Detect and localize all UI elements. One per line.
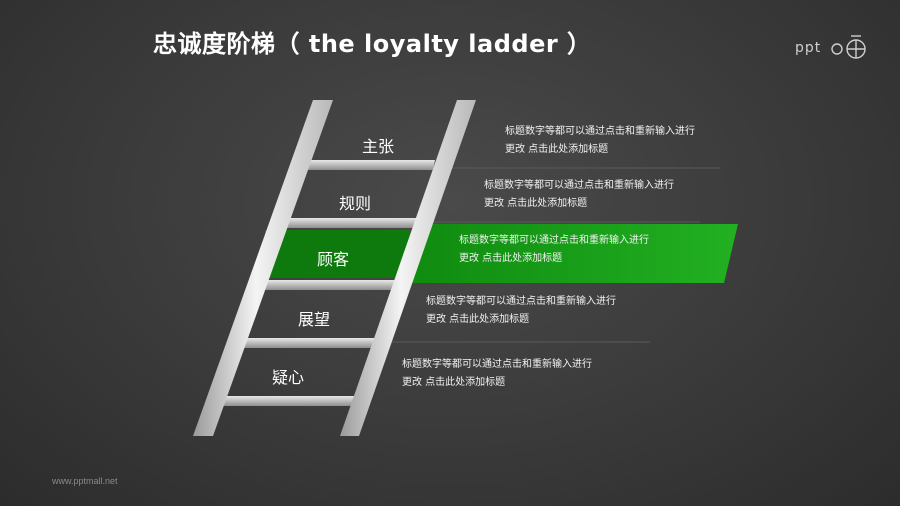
- step-desc-4[interactable]: 标题数字等都可以通过点击和重新输入进行 更改 点击此处添加标题: [426, 293, 616, 329]
- logo-text: ppt: [795, 40, 822, 56]
- footer-url: www.pptmall.net: [52, 476, 118, 486]
- step-desc-2[interactable]: 标题数字等都可以通过点击和重新输入进行 更改 点击此处添加标题: [484, 177, 674, 213]
- rung-3: [259, 280, 400, 290]
- logo: ppt: [795, 34, 875, 64]
- step-label-1: 主张: [361, 137, 394, 156]
- step-label-4: 展望: [297, 310, 330, 329]
- rung-2: [285, 218, 418, 228]
- page-title: 忠诚度阶梯（ the loyalty ladder ）: [153, 30, 592, 58]
- rung-5: [215, 396, 362, 406]
- step-desc-1[interactable]: 标题数字等都可以通过点击和重新输入进行 更改 点击此处添加标题: [505, 123, 695, 159]
- step-desc-5[interactable]: 标题数字等都可以通过点击和重新输入进行 更改 点击此处添加标题: [402, 356, 592, 392]
- step-label-5: 疑心: [271, 368, 304, 387]
- step-desc-3-line2: 更改 点击此处添加标题: [459, 253, 563, 264]
- highlight-band: [403, 224, 738, 283]
- left-rail: [193, 100, 333, 436]
- step-desc-5-line1: 标题数字等都可以通过点击和重新输入进行: [402, 359, 592, 370]
- right-rail: [340, 100, 476, 436]
- logo-icon: [831, 35, 866, 59]
- step-desc-1-line1: 标题数字等都可以通过点击和重新输入进行: [505, 126, 695, 137]
- highlight-step-fill: [265, 230, 410, 278]
- rung-1: [307, 160, 435, 170]
- step-desc-3[interactable]: 标题数字等都可以通过点击和重新输入进行 更改 点击此处添加标题: [459, 232, 649, 268]
- rung-4: [237, 338, 382, 348]
- step-desc-2-line1: 标题数字等都可以通过点击和重新输入进行: [484, 180, 674, 191]
- step-desc-5-line2: 更改 点击此处添加标题: [402, 377, 506, 388]
- step-desc-2-line2: 更改 点击此处添加标题: [484, 198, 588, 209]
- step-desc-1-line2: 更改 点击此处添加标题: [505, 144, 609, 155]
- step-desc-3-line1: 标题数字等都可以通过点击和重新输入进行: [459, 235, 649, 246]
- step-label-3: 顾客: [316, 250, 349, 269]
- step-desc-4-line2: 更改 点击此处添加标题: [426, 314, 530, 325]
- step-label-2: 规则: [338, 194, 371, 213]
- step-desc-4-line1: 标题数字等都可以通过点击和重新输入进行: [426, 296, 616, 307]
